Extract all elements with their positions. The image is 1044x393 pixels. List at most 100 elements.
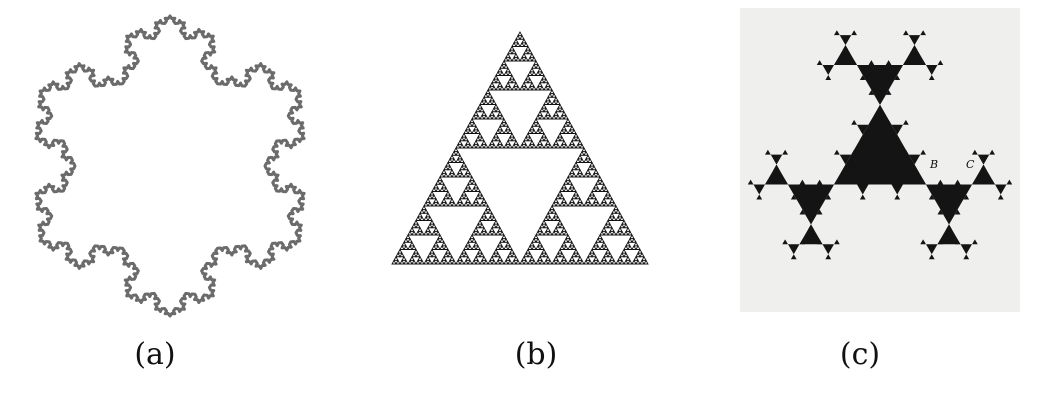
sierpinski-cell [550,90,554,94]
sierpinski-cell [488,217,492,221]
sierpinski-cell [520,260,524,264]
sierpinski-cell [552,101,556,105]
sierpinski-cell [432,188,436,192]
sierpinski-cell [588,159,592,163]
sierpinski-cell [516,260,520,264]
sierpinski-cell [552,231,556,235]
sierpinski-cell [488,231,492,235]
sierpinski-cell [550,206,554,210]
sierpinski-cell [436,246,440,250]
sierpinski-cell [462,250,466,254]
sierpinski-cell [530,141,534,145]
sierpinski-cell [584,152,588,156]
sierpinski-cell [534,235,538,239]
sierpinski-cell [416,217,420,221]
sierpinski-cell [500,246,504,250]
sierpinski-cell [532,65,536,69]
sierpinski-cell [572,130,576,134]
sierpinski-cell [560,115,564,119]
sierpinski-cell [560,253,564,257]
sierpinski-cell [494,250,498,254]
sierpinski-cell [448,173,452,177]
sierpinski-cell [532,86,536,90]
sierpinski-cell [504,123,508,127]
sierpinski-cell [464,166,468,170]
panel-b-sierpinski-triangle: (b) [340,0,700,393]
sierpinski-cell [608,224,612,228]
sierpinski-cell [616,231,620,235]
sierpinski-cell [520,86,524,90]
sierpinski-cell [480,260,484,264]
sierpinski-cell [508,72,512,76]
sierpinski-cell [572,260,576,264]
sierpinski-cell [404,246,408,250]
sierpinski-cell [544,108,548,112]
sierpinski-cell [536,115,540,119]
sierpinski-cell [504,130,508,134]
sierpinski-cell [592,202,596,206]
sierpinski-cell [496,224,500,228]
sierpinski-cell [484,94,488,98]
sierpinski-cell [496,86,500,90]
sierpinski-cell [472,130,476,134]
sierpinski-cell [476,144,480,148]
sierpinski-cell [552,144,556,148]
sierpinski-cell [620,224,624,228]
sierpinski-cell [520,36,524,40]
sierpinski-cell [500,130,504,134]
sierpinski-cell [562,257,566,261]
sierpinski-cell [544,231,548,235]
sierpinski-cell [528,246,532,250]
sierpinski-cell [492,101,496,105]
sierpinski-cell [602,184,606,188]
sierpinski-cell [544,217,548,221]
sierpinski-cell [434,242,438,246]
sierpinski-cell [402,242,406,246]
sierpinski-cell [572,137,576,141]
sierpinski-cell [524,43,528,47]
sierpinski-cell [562,141,566,145]
sierpinski-cell [482,199,486,203]
sierpinski-cell [482,97,486,101]
sierpinski-cell [578,199,582,203]
sierpinski-cell [436,260,440,264]
sierpinski-cell [508,79,512,83]
sierpinski-cell [600,239,604,243]
sierpinski-cell [458,257,462,261]
sierpinski-cell [488,260,492,264]
sierpinski-cell [572,173,576,177]
sierpinski-cell [464,173,468,177]
sierpinski-cell [574,192,578,196]
sierpinski-cell [578,141,582,145]
sierpinski-cell [530,257,534,261]
sierpinski-cell [496,130,500,134]
sierpinski-cell [544,224,548,228]
sierpinski-cell [456,159,460,163]
sierpinski-cell [432,224,436,228]
sierpinski-cell [484,115,488,119]
sierpinski-cell [560,231,564,235]
sierpinski-cell [492,224,496,228]
sierpinski-cell [528,260,532,264]
sierpinski-cell [532,123,536,127]
sierpinski-cell [504,65,508,69]
sierpinski-cell [564,202,568,206]
sierpinski-cell [562,242,566,246]
sierpinski-cell [566,177,570,181]
sierpinski-cell [464,130,468,134]
sierpinski-cell [468,246,472,250]
sierpinski-cell [514,83,518,87]
sierpinski-cell [616,210,620,214]
sierpinski-cell [500,123,504,127]
sierpinski-cell [530,68,534,72]
sierpinski-cell [564,115,568,119]
sierpinski-cell [570,184,574,188]
sierpinski-cell [612,260,616,264]
sierpinski-cell [498,68,502,72]
sierpinski-cell [604,246,608,250]
sierpinski-cell [440,246,444,250]
sierpinski-cell [444,188,448,192]
sierpinski-cell [482,257,486,261]
sierpinski-cell [556,144,560,148]
sierpinski-cell [598,177,602,181]
